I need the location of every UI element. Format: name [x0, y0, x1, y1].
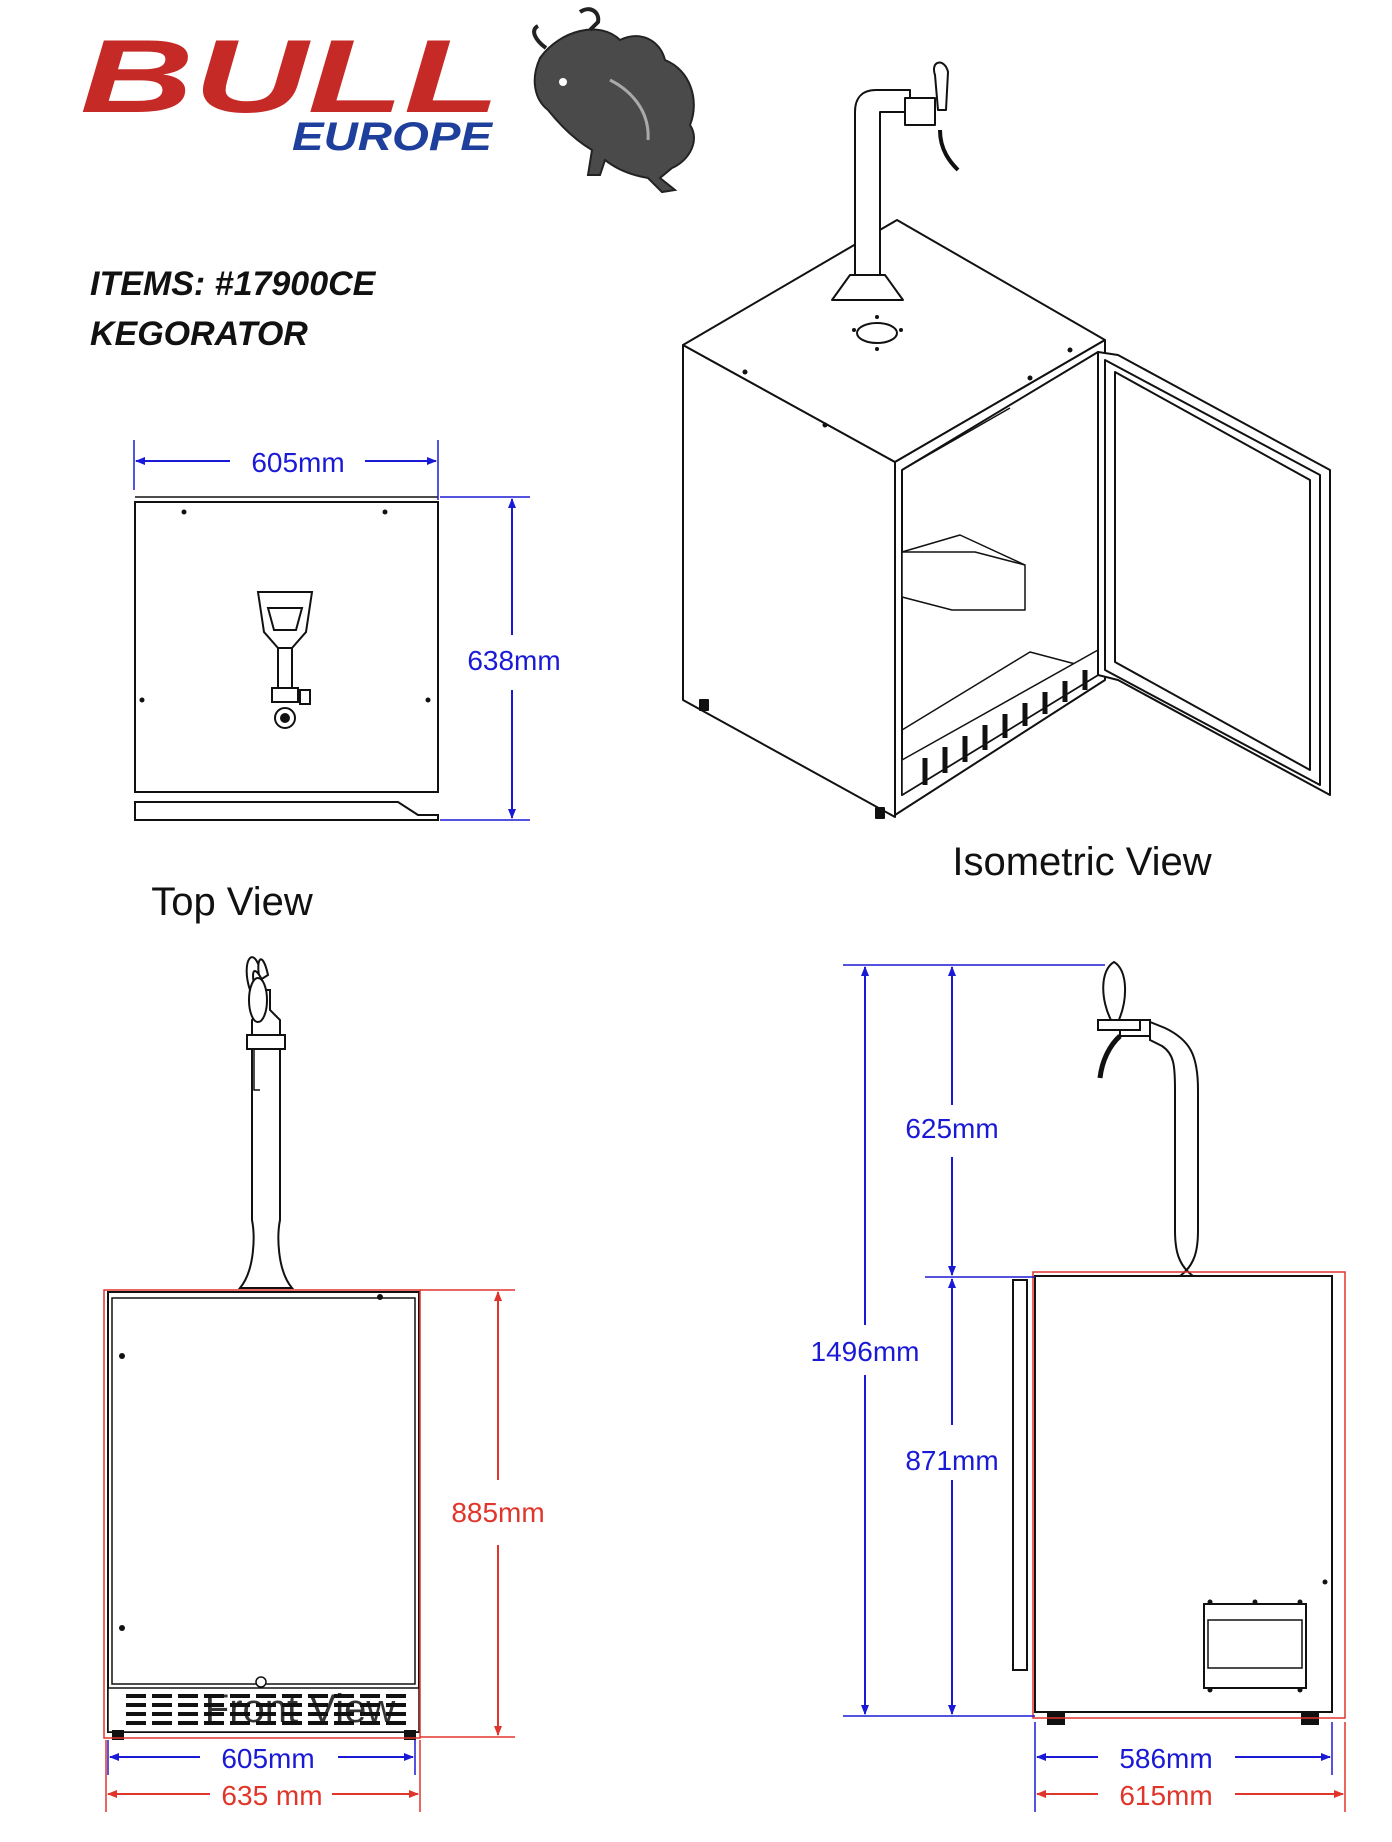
side-inner-depth-dimension: 586mm — [1034, 1722, 1333, 1812]
top-view-drawing — [134, 496, 439, 821]
grille-slot — [178, 1721, 198, 1725]
grille-slot — [230, 1694, 250, 1698]
grille-slot — [126, 1703, 146, 1707]
grille-slot — [152, 1703, 172, 1707]
grille-slot — [308, 1712, 328, 1716]
isometric-view-caption: Isometric View — [952, 840, 1211, 884]
front-outer-width-dimension: 635 mm — [105, 1740, 421, 1812]
side-tower-dimension: 625mm — [843, 964, 1105, 1278]
grille-slot — [334, 1712, 354, 1716]
grille-slot — [360, 1712, 380, 1716]
side-outline-red — [1032, 1271, 1346, 1719]
grille-slot — [126, 1694, 146, 1698]
grille-slot — [204, 1712, 224, 1716]
grille-slot — [308, 1703, 328, 1707]
top-width-dimension: 605mm — [133, 440, 439, 500]
grille-slot — [204, 1703, 224, 1707]
grille-slot — [178, 1694, 198, 1698]
grille-slot — [334, 1703, 354, 1707]
grille-slot — [386, 1694, 406, 1698]
grille-slot — [256, 1712, 276, 1716]
front-outer-width-label: 635 mm — [221, 1780, 322, 1811]
top-view-screws — [139, 509, 431, 703]
items-heading: ITEMS: #17900CE — [90, 265, 377, 303]
grille-slot — [204, 1721, 224, 1725]
grille-slot — [308, 1721, 328, 1725]
grille-slot — [360, 1703, 380, 1707]
brand-logo: BULL EUROPE — [80, 7, 695, 194]
grille-slot — [204, 1694, 224, 1698]
grille-slot — [334, 1721, 354, 1725]
front-view-screws — [112, 1294, 416, 1740]
side-total-label: 1496mm — [811, 1336, 920, 1367]
grille-slot — [360, 1694, 380, 1698]
grille-slot — [282, 1694, 302, 1698]
grille-slot — [386, 1712, 406, 1716]
grille-slot — [152, 1712, 172, 1716]
side-body-label: 871mm — [905, 1445, 998, 1476]
grille-slot — [152, 1694, 172, 1698]
top-depth-dimension: 638mm — [440, 496, 561, 821]
side-total-dimension: 1496mm — [811, 966, 1035, 1717]
logo-europe-text: EUROPE — [292, 115, 494, 159]
front-outline-red — [103, 1289, 421, 1739]
grille-slot — [386, 1721, 406, 1725]
grille-slot — [178, 1712, 198, 1716]
top-view-caption: Top View — [151, 880, 313, 924]
grille-slot — [282, 1721, 302, 1725]
grille-slot — [152, 1721, 172, 1725]
side-view-screws — [1207, 1579, 1328, 1693]
grille-slot — [256, 1703, 276, 1707]
grille-slot — [126, 1721, 146, 1725]
grille-slot — [126, 1712, 146, 1716]
grille-slot — [230, 1721, 250, 1725]
grille-slot — [230, 1703, 250, 1707]
side-outer-depth-label: 615mm — [1119, 1780, 1212, 1811]
grille-slot — [360, 1721, 380, 1725]
grille-slot — [386, 1703, 406, 1707]
product-heading: KEGORATOR — [90, 315, 308, 353]
front-grille-slots — [126, 1694, 406, 1725]
side-outer-depth-dimension: 615mm — [1036, 1722, 1346, 1812]
side-inner-depth-label: 586mm — [1119, 1743, 1212, 1774]
grille-slot — [178, 1703, 198, 1707]
front-height-dimension: 885mm — [420, 1289, 545, 1738]
front-inner-width-label: 605mm — [221, 1743, 314, 1774]
front-inner-width-dimension: 605mm — [107, 1740, 416, 1775]
grille-slot — [282, 1703, 302, 1707]
top-depth-label: 638mm — [467, 645, 560, 676]
front-view-drawing — [107, 956, 420, 1733]
logo-bull-text: BULL — [80, 19, 500, 135]
grille-slot — [282, 1712, 302, 1716]
isometric-screws — [742, 315, 1073, 428]
grille-slot — [308, 1694, 328, 1698]
side-tower-label: 625mm — [905, 1113, 998, 1144]
grille-slot — [334, 1694, 354, 1698]
grille-slot — [256, 1694, 276, 1698]
top-width-label: 605mm — [251, 447, 344, 478]
isometric-view-drawing — [682, 61, 1331, 819]
bull-icon — [532, 7, 695, 194]
front-view-caption: Front View — [205, 1687, 396, 1731]
grille-slot — [256, 1721, 276, 1725]
front-height-label: 885mm — [451, 1497, 544, 1528]
side-view-drawing — [1012, 960, 1333, 1725]
grille-slot — [230, 1712, 250, 1716]
side-body-dimension: 871mm — [905, 1278, 999, 1715]
